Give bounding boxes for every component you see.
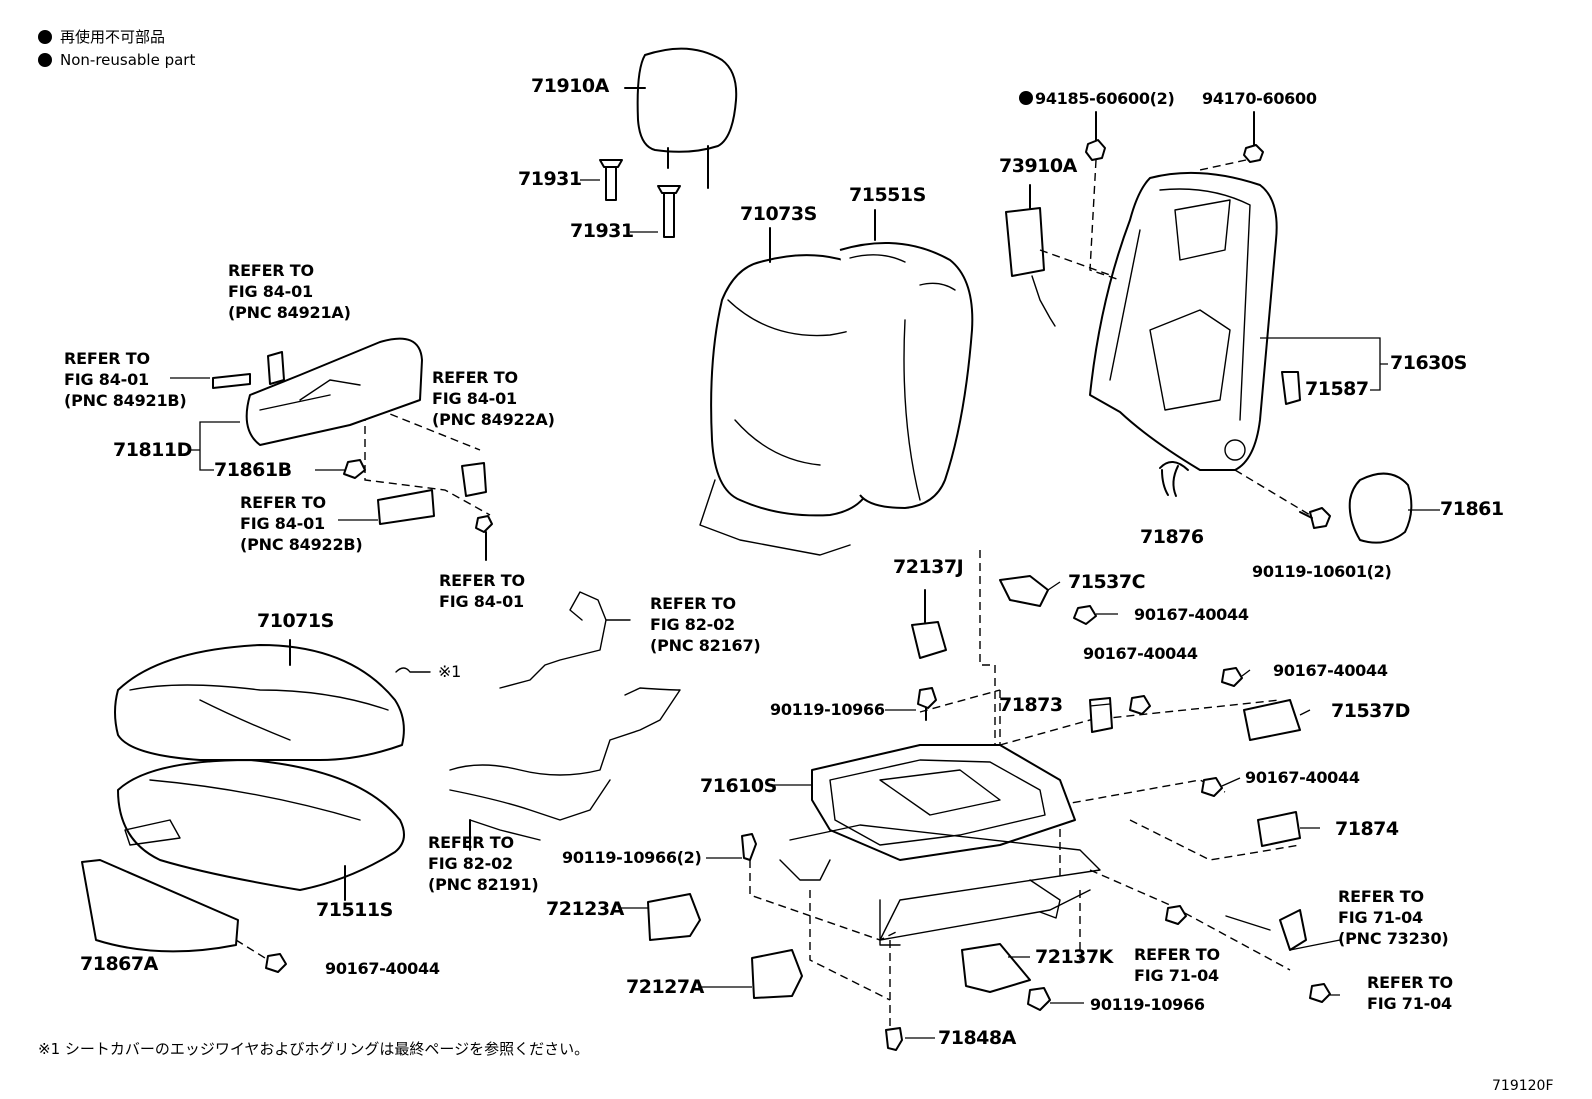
part-label: 71874 [1335, 818, 1399, 840]
seatback-frame-drawing [1089, 171, 1388, 471]
side-trim-drawing [170, 337, 423, 471]
part-label: 71537D [1331, 700, 1410, 722]
part-label: 71551S [849, 184, 926, 206]
part-label: 72137J [893, 556, 964, 578]
wire-harness-drawing [395, 591, 681, 851]
nut-drawings [1085, 111, 1264, 163]
part-label: 71867A [80, 953, 158, 975]
part-label: 90167-40044 [325, 959, 440, 978]
part-label: 71610S [700, 775, 777, 797]
cover-71876-drawing [1159, 461, 1189, 497]
seat-track-frame-drawing [772, 744, 1101, 946]
part-label: 71861B [214, 459, 292, 481]
part-label: 90119-10966(2) [562, 848, 702, 867]
part-label: 71848A [938, 1027, 1016, 1049]
part-label: 72137K [1035, 946, 1113, 968]
seatback-pad-drawing [839, 209, 974, 509]
small-part-drawings [647, 575, 1331, 1051]
part-label-non-reusable: 94185-60600(2) [1019, 91, 1175, 107]
part-label: 90167-40044 [1273, 661, 1388, 680]
part-label: 90119-10966 [770, 700, 885, 719]
footnote: ※1 シートカバーのエッジワイヤおよびホグリングは最終ページを参照ください。 [38, 1040, 590, 1058]
part-label: 90167-40044 [1083, 644, 1198, 663]
cover-71861-drawing [1348, 472, 1440, 544]
part-label: 71876 [1140, 526, 1204, 548]
part-label: 90119-10966 [1090, 995, 1205, 1014]
part-label: 72127A [626, 976, 704, 998]
part-label: 71071S [257, 610, 334, 632]
side-airbag-drawing [1005, 184, 1056, 327]
part-label: 71537C [1068, 571, 1146, 593]
part-label: 72123A [546, 898, 624, 920]
clip-71587-drawing [1281, 371, 1301, 405]
legend-en: Non-reusable part [38, 53, 195, 68]
part-label: 71073S [740, 203, 817, 225]
part-label: 71931 [570, 220, 634, 242]
part-label: 71873 [999, 694, 1063, 716]
part-label: 71511S [316, 899, 393, 921]
bolt-90119-10601-drawing [1299, 507, 1331, 529]
part-label: 94170-60600 [1202, 89, 1317, 108]
non-reusable-dot-icon [38, 53, 52, 67]
part-label: 71630S [1390, 352, 1467, 374]
seat-cushion-pad-drawing [117, 759, 405, 901]
part-label: 71811D [113, 439, 192, 461]
legend-ja: 再使用不可部品 [38, 30, 165, 45]
note-mark: ※1 [438, 662, 461, 681]
part-label: 71910A [531, 75, 609, 97]
part-label: 71587 [1305, 378, 1369, 400]
part-label: 90167-40044 [1134, 605, 1249, 624]
figure-code: 719120F [1492, 1078, 1554, 1094]
trim-71867A-drawing [81, 859, 287, 973]
part-label: 90167-40044 [1245, 768, 1360, 787]
headrest-drawing [624, 47, 738, 189]
leader-lines [580, 179, 1341, 1039]
part-label: 90119-10601(2) [1252, 562, 1392, 581]
headrest-guide-drawing [599, 159, 681, 238]
seat-cushion-cover-drawing [114, 639, 405, 761]
part-label: 71861 [1440, 498, 1504, 520]
part-label: 71931 [518, 168, 582, 190]
switch-drawings [315, 459, 493, 561]
part-label: 73910A [999, 155, 1077, 177]
non-reusable-dot-icon [38, 30, 52, 44]
